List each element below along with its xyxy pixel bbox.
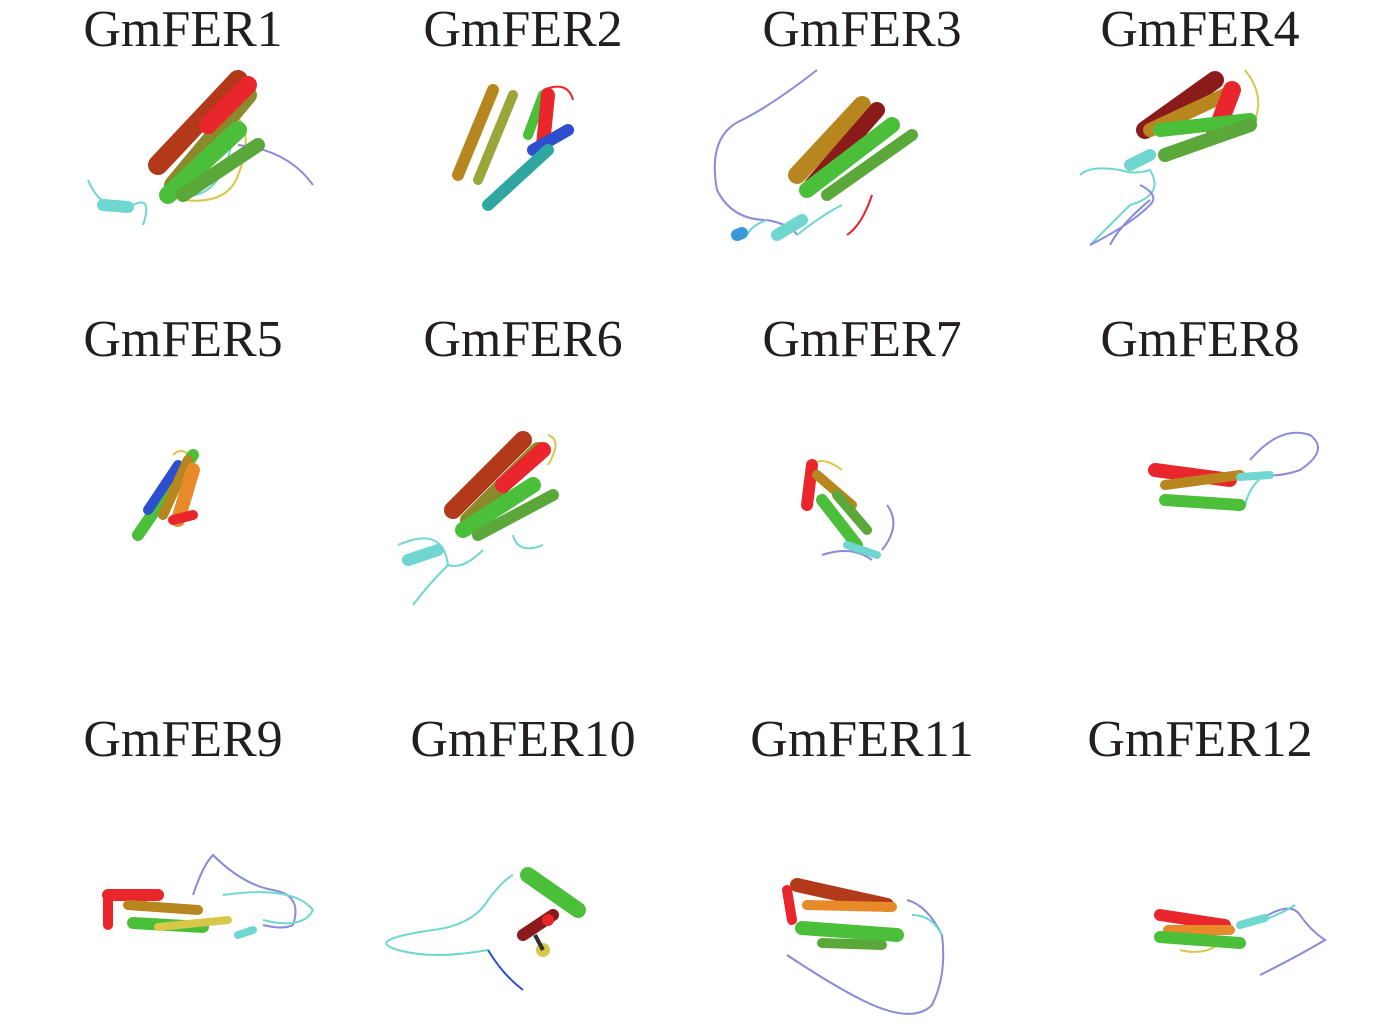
- protein-cartoon-gmfer10-icon: [385, 867, 586, 991]
- panel-label-gmfer11: GmFER11: [750, 711, 974, 768]
- protein-cartoon-gmfer7-icon: [801, 459, 895, 561]
- protein-structure-gmfer12: [1050, 815, 1350, 1024]
- protein-structure-gmfer5: [33, 405, 333, 625]
- panel-label-gmfer10: GmFER10: [410, 711, 636, 768]
- protein-cartoon-gmfer1-icon: [87, 70, 314, 226]
- protein-structure-gmfer11: [712, 815, 1012, 1024]
- protein-cartoon-gmfer9-icon: [102, 853, 315, 939]
- protein-cartoon-gmfer5-icon: [132, 449, 200, 541]
- panel-label-gmfer7: GmFER7: [762, 311, 962, 368]
- protein-cartoon-gmfer2-icon: [452, 84, 574, 211]
- protein-structure-gmfer10: [373, 815, 673, 1024]
- panel-label-gmfer5: GmFER5: [83, 311, 283, 368]
- protein-cartoon-gmfer4-icon: [1079, 69, 1260, 246]
- protein-cartoon-gmfer6-icon: [397, 431, 559, 606]
- panel-label-gmfer12: GmFER12: [1087, 711, 1313, 768]
- protein-structure-gmfer2: [373, 55, 673, 275]
- protein-cartoon-gmfer3-icon: [713, 69, 918, 241]
- protein-cartoon-gmfer12-icon: [1154, 904, 1327, 976]
- protein-structure-gmfer7: [712, 405, 1012, 625]
- panel-label-gmfer4: GmFER4: [1100, 1, 1300, 58]
- protein-structure-gmfer4: [1050, 55, 1350, 275]
- protein-cartoon-gmfer8-icon: [1148, 431, 1319, 511]
- panel-label-gmfer1: GmFER1: [83, 1, 283, 58]
- protein-cartoon-gmfer11-icon: [782, 878, 945, 1015]
- protein-structure-gmfer1: [33, 55, 333, 275]
- protein-structure-gmfer3: [712, 55, 1012, 275]
- protein-structure-gmfer6: [373, 405, 673, 625]
- protein-structure-gmfer8: [1050, 405, 1350, 625]
- panel-label-gmfer8: GmFER8: [1100, 311, 1300, 368]
- protein-structure-gmfer9: [33, 815, 333, 1024]
- panel-label-gmfer2: GmFER2: [423, 1, 623, 58]
- panel-label-gmfer6: GmFER6: [423, 311, 623, 368]
- panel-label-gmfer9: GmFER9: [83, 711, 283, 768]
- panel-label-gmfer3: GmFER3: [762, 1, 962, 58]
